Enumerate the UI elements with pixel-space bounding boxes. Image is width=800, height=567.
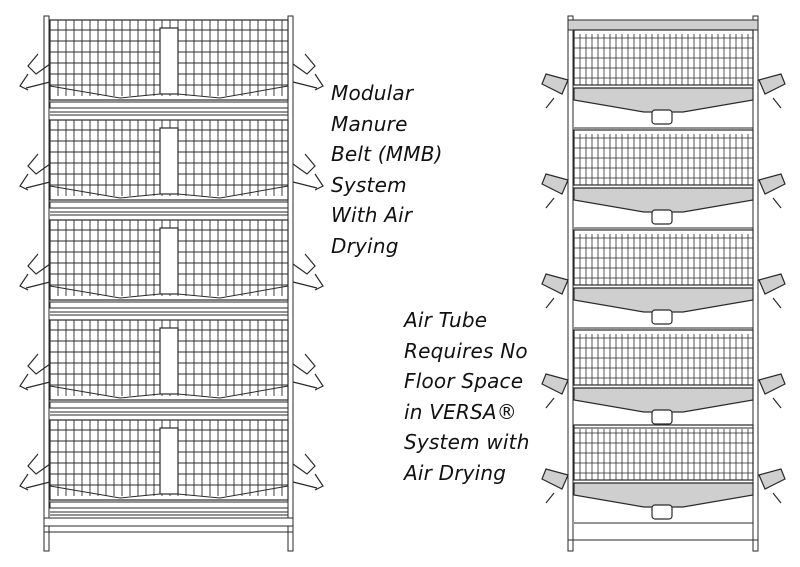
versa-left-trough <box>541 73 569 109</box>
versa-cage-frame <box>573 229 754 286</box>
versa-cage-frame <box>573 29 754 86</box>
mmb-floor-right <box>177 185 289 199</box>
versa-caption-line-5: System with <box>404 430 530 454</box>
mmb-right-feeder <box>292 353 324 391</box>
mmb-floor-right <box>177 385 289 399</box>
versa-air-tube-panel <box>573 482 754 508</box>
mmb-floor-right <box>177 485 289 499</box>
mmb-floor-right <box>177 285 289 299</box>
versa-egg-tray <box>651 109 673 125</box>
versa-caption-line-2: Requires No <box>404 338 528 363</box>
mmb-cage-frame <box>49 19 289 101</box>
mmb-left-feeder <box>19 53 51 91</box>
mmb-left-feeder <box>19 453 51 491</box>
versa-tier <box>541 329 786 429</box>
versa-left-post <box>567 15 574 552</box>
mmb-floor-left <box>49 385 161 399</box>
versa-cage-frame <box>573 424 754 481</box>
mmb-base-rail <box>43 517 294 527</box>
mmb-door <box>159 27 179 95</box>
versa-left-trough <box>541 173 569 209</box>
mmb-left-feeder <box>19 253 51 291</box>
versa-tier <box>541 424 786 524</box>
mmb-tier <box>19 419 324 516</box>
mmb-caption-line-6: Drying <box>331 233 399 258</box>
mmb-caption-line-2: Manure <box>331 111 408 136</box>
versa-system-caption: Air Tube Requires No Floor Space in VERS… <box>404 305 530 488</box>
versa-cage-frame <box>573 329 754 386</box>
versa-right-post <box>752 15 759 552</box>
mmb-right-feeder <box>292 253 324 291</box>
versa-egg-tray <box>651 504 673 520</box>
mmb-tier <box>19 319 324 416</box>
mmb-caption-line-5: With Air <box>331 203 413 227</box>
versa-air-tube-panel <box>573 387 754 413</box>
versa-tier <box>541 129 786 229</box>
versa-tier <box>541 29 786 129</box>
versa-caption-line-6: Air Drying <box>404 460 507 485</box>
mmb-door <box>159 427 179 495</box>
mmb-tier <box>19 219 324 316</box>
mmb-caption-line-3: Belt (MMB) <box>331 142 443 166</box>
mmb-left-feeder <box>19 353 51 391</box>
versa-left-trough <box>541 468 569 504</box>
mmb-tier <box>19 119 324 216</box>
versa-right-trough <box>758 73 786 109</box>
mmb-manure-belt <box>49 201 289 209</box>
versa-caption-line-4: in VERSA® <box>404 399 517 424</box>
versa-caption-line-1: Air Tube <box>404 308 488 332</box>
mmb-right-feeder <box>292 53 324 91</box>
mmb-floor-right <box>177 85 289 99</box>
versa-right-trough <box>758 468 786 504</box>
mmb-cage-stack <box>19 15 324 552</box>
versa-right-trough <box>758 273 786 309</box>
versa-top-cap <box>567 19 759 31</box>
versa-right-trough <box>758 373 786 409</box>
mmb-tier <box>19 19 324 116</box>
mmb-floor-left <box>49 485 161 499</box>
mmb-floor-left <box>49 185 161 199</box>
mmb-left-feeder <box>19 153 51 191</box>
mmb-system-caption: Modular Manure Belt (MMB) System With Ai… <box>331 78 443 261</box>
mmb-door <box>159 227 179 295</box>
mmb-door <box>159 327 179 395</box>
versa-egg-tray <box>651 409 673 425</box>
versa-cage-stack <box>541 15 786 552</box>
versa-tier <box>541 229 786 329</box>
versa-air-tube-panel <box>573 87 754 113</box>
mmb-caption-line-1: Modular <box>331 81 414 105</box>
mmb-manure-belt <box>49 101 289 109</box>
mmb-cage-frame <box>49 219 289 301</box>
mmb-cage-frame <box>49 319 289 401</box>
mmb-manure-belt <box>49 401 289 409</box>
mmb-right-feeder <box>292 453 324 491</box>
mmb-cage-frame <box>49 419 289 501</box>
mmb-caption-line-4: System <box>331 172 407 197</box>
mmb-right-post <box>287 15 294 552</box>
mmb-manure-belt <box>49 301 289 309</box>
mmb-cage-frame <box>49 119 289 201</box>
versa-egg-tray <box>651 209 673 225</box>
versa-cage-frame <box>573 129 754 186</box>
versa-egg-tray <box>651 309 673 325</box>
mmb-floor-left <box>49 285 161 299</box>
versa-air-tube-panel <box>573 187 754 213</box>
mmb-manure-belt <box>49 501 289 509</box>
versa-right-trough <box>758 173 786 209</box>
versa-air-tube-panel <box>573 287 754 313</box>
mmb-floor-left <box>49 85 161 99</box>
mmb-door <box>159 127 179 195</box>
versa-caption-line-3: Floor Space <box>404 369 524 393</box>
versa-left-trough <box>541 373 569 409</box>
versa-left-trough <box>541 273 569 309</box>
mmb-right-feeder <box>292 153 324 191</box>
